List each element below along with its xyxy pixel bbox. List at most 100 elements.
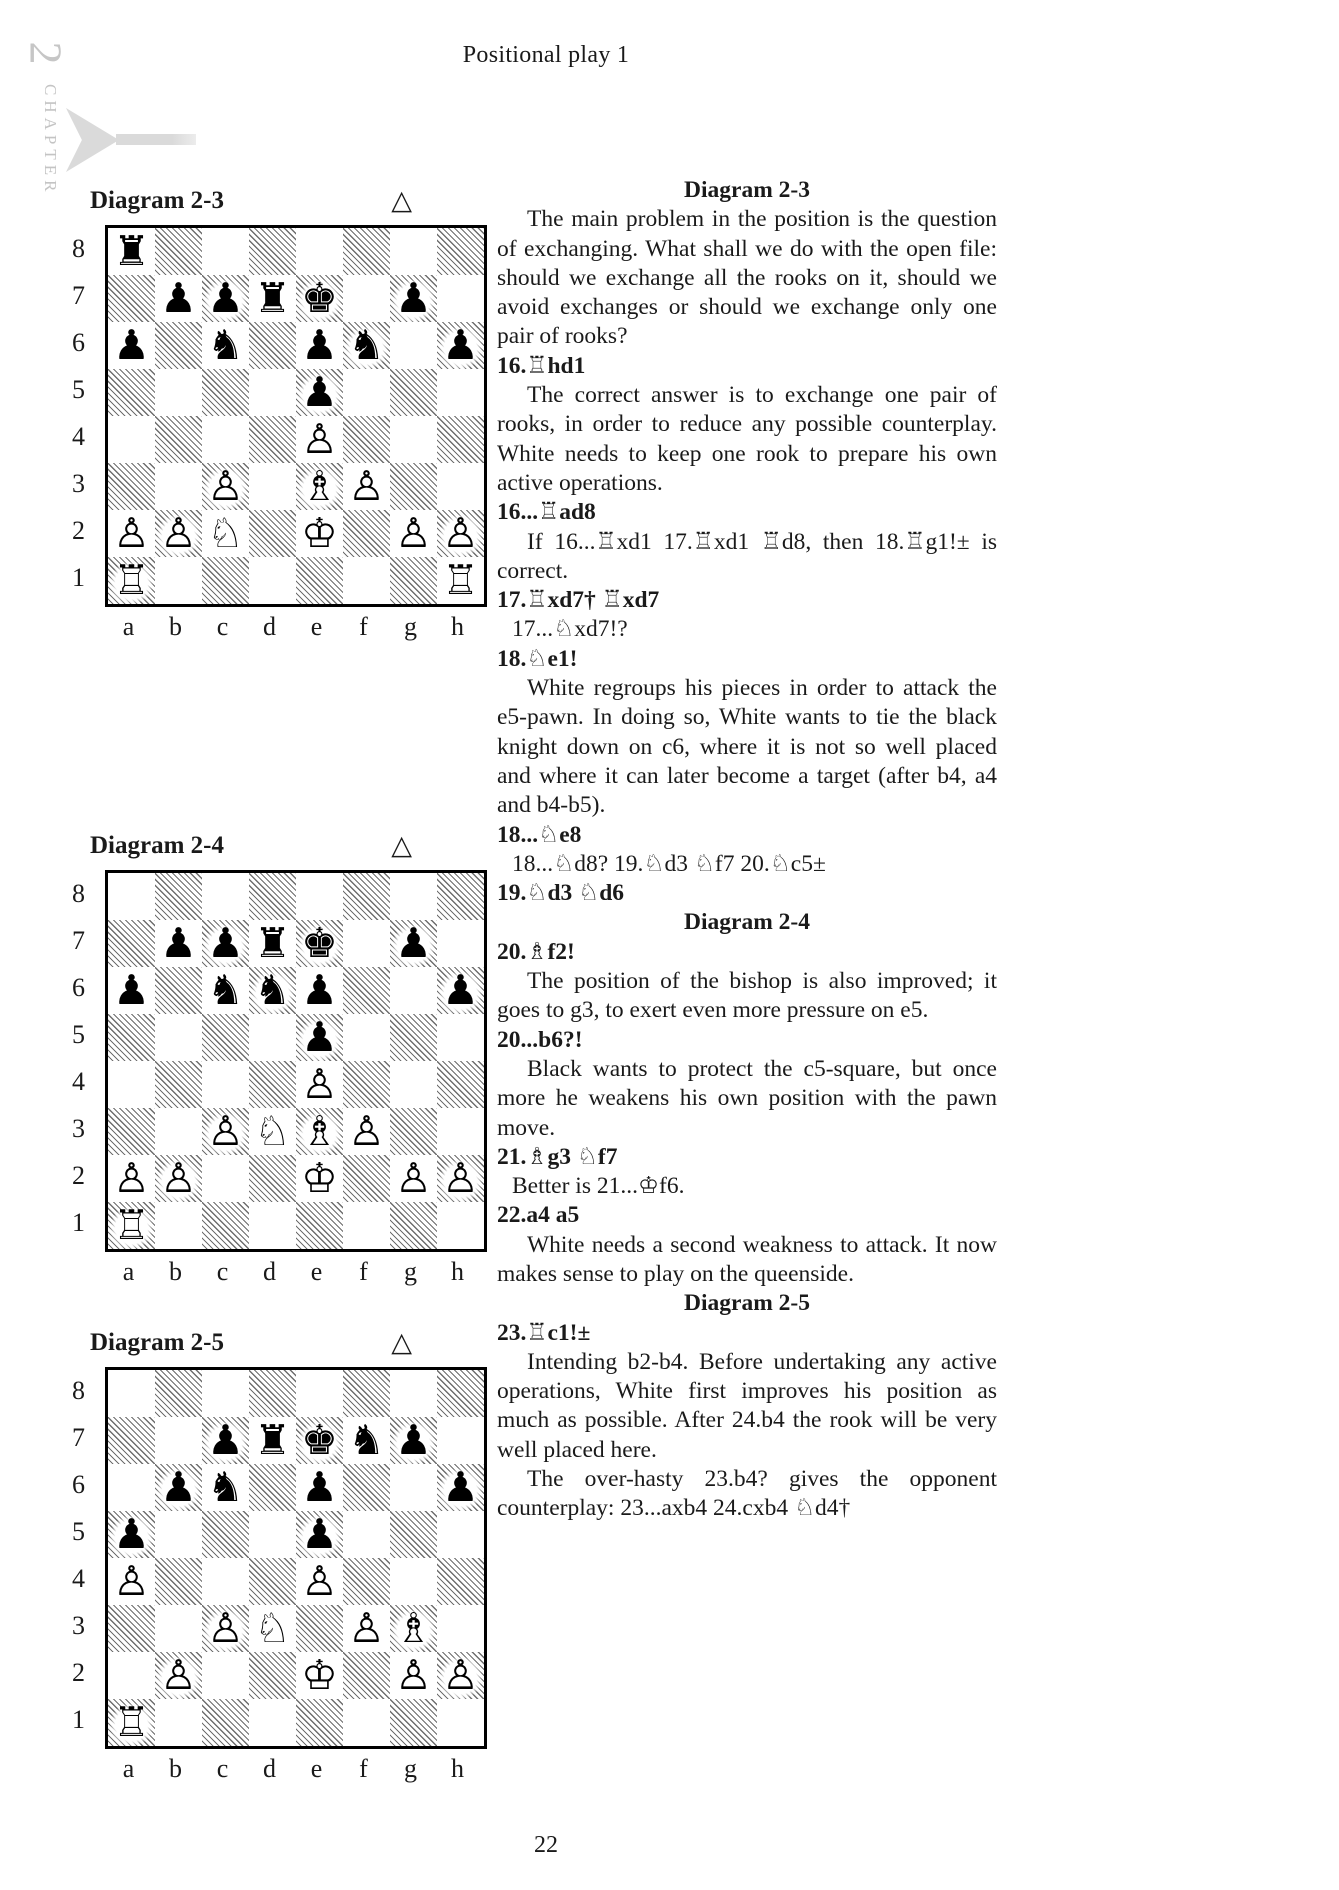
square-a3 (108, 1605, 155, 1652)
square-c3: ♙ (202, 1108, 249, 1155)
square-f8 (343, 873, 390, 920)
chess-piece-R: ♖ (437, 557, 484, 604)
square-h3 (437, 1108, 484, 1155)
square-g6 (390, 967, 437, 1014)
square-h5 (437, 1014, 484, 1061)
square-c8 (202, 873, 249, 920)
file-label: e (310, 1754, 323, 1783)
square-h6: ♟ (437, 967, 484, 1014)
square-h7 (437, 275, 484, 322)
rank-label: 2 (72, 1161, 85, 1190)
square-g5 (390, 1511, 437, 1558)
chess-piece-P: ♙ (202, 1605, 249, 1652)
square-f1 (343, 557, 390, 604)
square-h5 (437, 369, 484, 416)
chess-piece-p: ♟ (155, 275, 202, 322)
chess-piece-p: ♟ (437, 322, 484, 369)
square-d2 (249, 1155, 296, 1202)
square-g1 (390, 1202, 437, 1249)
square-f8 (343, 1370, 390, 1417)
square-g5 (390, 1014, 437, 1061)
square-d5 (249, 1014, 296, 1061)
square-b6 (155, 322, 202, 369)
square-d4 (249, 1061, 296, 1108)
file-label: c (216, 1257, 229, 1286)
file-label: h (451, 1257, 464, 1286)
square-h7 (437, 920, 484, 967)
square-d5 (249, 369, 296, 416)
square-d8 (249, 873, 296, 920)
move-line: 16.♖hd1 (497, 352, 586, 379)
square-f8 (343, 228, 390, 275)
square-h3 (437, 463, 484, 510)
square-h4 (437, 416, 484, 463)
move-line: 22.a4 a5 (497, 1202, 580, 1229)
chess-piece-p: ♟ (296, 369, 343, 416)
file-label: f (359, 612, 368, 641)
chess-piece-r: ♜ (108, 228, 155, 275)
square-g2: ♙ (390, 1155, 437, 1202)
chess-piece-P: ♙ (437, 1652, 484, 1699)
variation-line: Better is 21...♔f6. (512, 1173, 685, 1200)
square-h6: ♟ (437, 1464, 484, 1511)
square-d1 (249, 1699, 296, 1746)
chess-piece-P: ♙ (155, 510, 202, 557)
chess-board: ♟♜♚♞♟♟♞♟♟♟♟♙♙♙♘♙♗♙♔♙♙♖ (105, 1367, 487, 1749)
square-b6 (155, 967, 202, 1014)
square-g3: ♗ (390, 1605, 437, 1652)
square-e3 (296, 1605, 343, 1652)
chess-piece-P: ♙ (108, 510, 155, 557)
chess-piece-P: ♙ (343, 463, 390, 510)
chess-piece-P: ♙ (343, 1605, 390, 1652)
square-d6 (249, 1464, 296, 1511)
square-c6: ♞ (202, 967, 249, 1014)
diagram-reference: Diagram 2-4 (684, 909, 810, 936)
square-f4 (343, 1061, 390, 1108)
chess-piece-k: ♚ (296, 1417, 343, 1464)
square-g2: ♙ (390, 510, 437, 557)
square-h5 (437, 1511, 484, 1558)
chess-piece-p: ♟ (108, 967, 155, 1014)
square-f5 (343, 1511, 390, 1558)
square-f7 (343, 920, 390, 967)
square-a8 (108, 1370, 155, 1417)
square-d4 (249, 1558, 296, 1605)
file-label: g (404, 1754, 417, 1783)
square-c8 (202, 1370, 249, 1417)
chess-piece-P: ♙ (437, 1155, 484, 1202)
square-a3 (108, 1108, 155, 1155)
move-line: 23.♖c1!± (497, 1319, 591, 1346)
chapter-number: 2 (20, 41, 72, 65)
square-c2: ♘ (202, 510, 249, 557)
rank-label: 3 (72, 469, 85, 498)
square-f2 (343, 510, 390, 557)
square-b2: ♙ (155, 1155, 202, 1202)
square-a3 (108, 463, 155, 510)
page-number: 22 (534, 1832, 558, 1858)
square-f7: ♞ (343, 1417, 390, 1464)
rank-label: 5 (72, 1020, 85, 1049)
file-label: c (216, 612, 229, 641)
chess-piece-N: ♘ (249, 1108, 296, 1155)
square-h2: ♙ (437, 1155, 484, 1202)
square-g7: ♟ (390, 1417, 437, 1464)
chess-piece-K: ♔ (296, 1155, 343, 1202)
chess-piece-p: ♟ (296, 322, 343, 369)
square-e1 (296, 1202, 343, 1249)
file-label: b (169, 612, 182, 641)
square-d1 (249, 1202, 296, 1249)
square-h2: ♙ (437, 1652, 484, 1699)
chess-piece-n: ♞ (202, 322, 249, 369)
square-a1: ♖ (108, 1699, 155, 1746)
rank-label: 1 (72, 563, 85, 592)
chess-piece-p: ♟ (108, 322, 155, 369)
rank-label: 3 (72, 1114, 85, 1143)
chess-board: ♜♟♟♜♚♟♟♞♟♞♟♟♙♙♗♙♙♙♘♔♙♙♖♖ (105, 225, 487, 607)
square-d6 (249, 322, 296, 369)
square-f1 (343, 1699, 390, 1746)
rank-label: 2 (72, 1658, 85, 1687)
square-b4 (155, 416, 202, 463)
square-b7: ♟ (155, 920, 202, 967)
chess-piece-P: ♙ (296, 416, 343, 463)
